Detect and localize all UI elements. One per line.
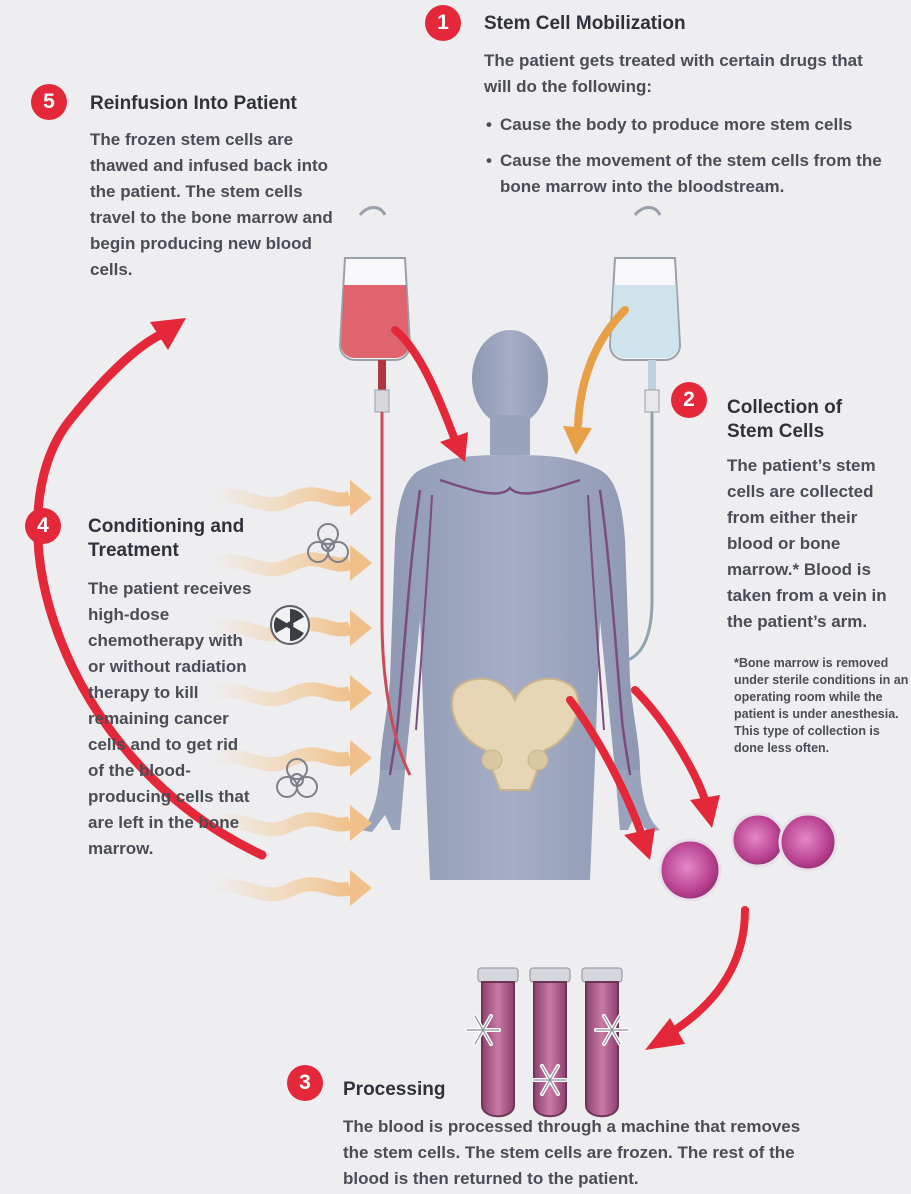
human-body-figure — [360, 330, 660, 880]
step-4-text: The patient receives high-dose chemother… — [88, 576, 258, 862]
list-item: Cause the body to produce more stem cell… — [484, 112, 904, 138]
list-item: Cause the movement of the stem cells fro… — [484, 148, 904, 200]
step-2-text: The patient’s stem cells are collected f… — [727, 453, 907, 635]
test-tube-icon — [478, 968, 622, 1116]
step-number: 3 — [299, 1071, 311, 1095]
step-3-badge: 3 — [287, 1065, 323, 1101]
step-1-text: The patient gets treated with certain dr… — [484, 48, 874, 100]
step-2-title: Collection of Stem Cells — [727, 396, 867, 444]
step-number: 2 — [683, 388, 695, 412]
step-3-text: The blood is processed through a machine… — [343, 1114, 813, 1192]
step-4-title: Conditioning and Treatment — [88, 515, 248, 563]
step-1-bullet-list: Cause the body to produce more stem cell… — [484, 112, 904, 210]
radiation-icon — [271, 606, 309, 644]
step-5-title: Reinfusion Into Patient — [90, 92, 297, 116]
step-2-badge: 2 — [671, 382, 707, 418]
step-2-footnote: *Bone marrow is removed under sterile co… — [734, 655, 909, 757]
step-number: 5 — [43, 90, 55, 114]
step-3-title: Processing — [343, 1078, 445, 1102]
stem-cell-icon — [660, 814, 836, 900]
step-1-badge: 1 — [425, 5, 461, 41]
step-4-badge: 4 — [25, 508, 61, 544]
step-1-title: Stem Cell Mobilization — [484, 12, 686, 36]
step-number: 4 — [37, 514, 49, 538]
step-5-badge: 5 — [31, 84, 67, 120]
step-number: 1 — [437, 11, 449, 35]
step-5-text: The frozen stem cells are thawed and inf… — [90, 127, 340, 283]
